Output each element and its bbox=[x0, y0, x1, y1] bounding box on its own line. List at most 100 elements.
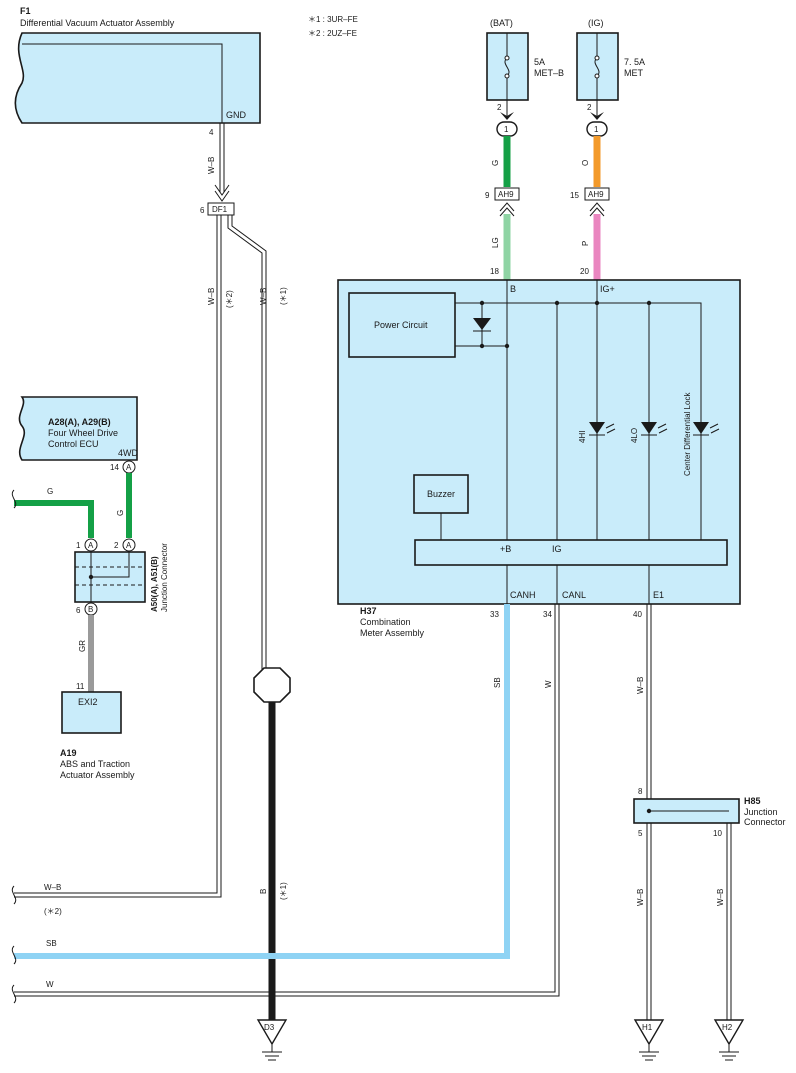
ground-h1-label: H1 bbox=[642, 1023, 653, 1032]
a19-box bbox=[61, 691, 122, 734]
fuse-bat-rating: 5A bbox=[534, 57, 545, 67]
wire-label-star1-b: (＊1) bbox=[279, 882, 288, 900]
h37-pin-ig: IG+ bbox=[600, 284, 615, 294]
fuse-bat-pin: 2 bbox=[497, 103, 502, 112]
wire-label-p: P bbox=[581, 241, 590, 246]
h37-pin40: 40 bbox=[633, 610, 642, 619]
wire-label-wb-f1: W–B bbox=[207, 157, 216, 174]
f1-pin-label: GND bbox=[226, 110, 247, 120]
ah9-b-pin: 9 bbox=[485, 191, 490, 200]
fwd-ecu-name-2: Control ECU bbox=[48, 439, 99, 449]
wire-label-wb-h1: W–B bbox=[636, 889, 645, 906]
wire-wb-star2 bbox=[14, 215, 222, 898]
ah9-ig-connector bbox=[584, 187, 610, 201]
wire-w bbox=[14, 604, 560, 997]
wire-label-o: O bbox=[581, 160, 590, 166]
ah9-ig-pin: 15 bbox=[570, 191, 579, 200]
wire-label-w-left: W bbox=[46, 980, 54, 989]
led-center-diff-lock bbox=[693, 422, 720, 436]
jc-conn-a2: A bbox=[126, 541, 132, 550]
note-1: ＊1 : 3UR–FE bbox=[308, 15, 358, 24]
led-cdl-label: Center Differential Lock bbox=[683, 392, 692, 476]
wire-label-g-left: G bbox=[47, 487, 53, 496]
h37-bus-box bbox=[414, 539, 728, 566]
jc-code: A50(A), A51(B) bbox=[150, 556, 159, 612]
jc-name: Junction Connector bbox=[160, 543, 169, 612]
wire-label-wb-star1: W–B bbox=[259, 288, 268, 305]
h85-pin5: 5 bbox=[638, 829, 643, 838]
h37-name-2: Meter Assembly bbox=[360, 628, 425, 638]
jc-pin2: 2 bbox=[114, 541, 119, 550]
wire-label-star2-a: (＊2) bbox=[225, 290, 234, 308]
f1-name: Differential Vacuum Actuator Assembly bbox=[20, 18, 175, 28]
wire-label-wb-e1: W–B bbox=[636, 677, 645, 694]
wire-label-lg: LG bbox=[491, 237, 500, 248]
fuse-bat-source: (BAT) bbox=[490, 18, 513, 28]
fuse-ig-pin: 2 bbox=[587, 103, 592, 112]
a19-code: A19 bbox=[60, 748, 77, 758]
splice-point bbox=[253, 667, 291, 703]
led-4lo bbox=[641, 422, 668, 436]
wire-wb-star1 bbox=[227, 215, 267, 672]
a19-name-2: Actuator Assembly bbox=[60, 770, 135, 780]
wire-label-gr: GR bbox=[78, 640, 87, 652]
wire-break-marks bbox=[11, 489, 17, 1004]
df1-label: DF1 bbox=[212, 205, 228, 214]
wire-e1-h85 bbox=[646, 604, 652, 799]
h37-pin18: 18 bbox=[490, 267, 499, 276]
led-4lo-label: 4LO bbox=[630, 428, 639, 443]
h85-name-2: Connector bbox=[744, 817, 786, 827]
h85-code: H85 bbox=[744, 796, 761, 806]
fwd-ecu-pin-label: 4WD bbox=[118, 448, 139, 458]
wire-h85-h1 bbox=[646, 823, 652, 1022]
fwd-ecu-code: A28(A), A29(B) bbox=[48, 417, 111, 427]
power-diode bbox=[473, 318, 491, 330]
f1-component: F1 Differential Vacuum Actuator Assembly… bbox=[14, 6, 261, 137]
h37-pin-e1: E1 bbox=[653, 590, 664, 600]
jc-pin1: 1 bbox=[76, 541, 81, 550]
ground-h1 bbox=[633, 1019, 665, 1061]
fwd-ecu-pin: 14 bbox=[110, 463, 119, 472]
fuse-ig-rating: 7. 5A bbox=[624, 57, 645, 67]
note-2: ＊2 : 2UZ–FE bbox=[308, 29, 357, 38]
wire-label-star2-left: (＊2) bbox=[44, 907, 62, 916]
h37-name-1: Combination bbox=[360, 617, 411, 627]
f1-code: F1 bbox=[20, 6, 31, 16]
jc-pin6: 6 bbox=[76, 606, 81, 615]
led-4hi bbox=[589, 422, 616, 436]
h85-pin8: 8 bbox=[638, 787, 643, 796]
h37-pin20: 20 bbox=[580, 267, 589, 276]
wire-label-wb-h2: W–B bbox=[716, 889, 725, 906]
fuse-ig-name: MET bbox=[624, 68, 644, 78]
power-circuit-box bbox=[348, 292, 456, 358]
f1-pin-number: 4 bbox=[209, 128, 214, 137]
wire-label-star1-a: (＊1) bbox=[279, 287, 288, 305]
jc-conn-a1: A bbox=[88, 541, 94, 550]
wire-g-left bbox=[14, 500, 94, 538]
a19-pin: 11 bbox=[76, 682, 85, 691]
wire-sb bbox=[14, 604, 510, 959]
wire-label-sb: SB bbox=[493, 677, 502, 688]
buzzer-label: Buzzer bbox=[427, 489, 455, 499]
fuse-bat-conn: 1 bbox=[504, 125, 509, 134]
h37-pin-b: B bbox=[510, 284, 516, 294]
fwd-ecu-conn: A bbox=[126, 463, 132, 472]
wire-label-w: W bbox=[544, 680, 553, 688]
led-4hi-label: 4HI bbox=[578, 431, 587, 443]
h37-code: H37 bbox=[360, 606, 377, 616]
ground-d3-label: D3 bbox=[264, 1023, 275, 1032]
fuse-bat: (BAT) 5A MET–B 2 bbox=[486, 18, 564, 112]
fuse-bat-name: MET–B bbox=[534, 68, 564, 78]
h37-pin33: 33 bbox=[490, 610, 499, 619]
wire-label-g-ecu: G bbox=[116, 510, 125, 516]
fuse-ig-conn: 1 bbox=[594, 125, 599, 134]
fuse-ig-source: (IG) bbox=[588, 18, 604, 28]
df1-pin: 6 bbox=[200, 206, 205, 215]
wire-label-sb-left: SB bbox=[46, 939, 57, 948]
fuse-ig: (IG) 7. 5A MET 2 bbox=[576, 18, 645, 112]
h37-pin-canl: CANL bbox=[562, 590, 586, 600]
h85-name-1: Junction bbox=[744, 807, 778, 817]
ah9-b-label: AH9 bbox=[498, 190, 514, 199]
fwd-ecu-name-1: Four Wheel Drive bbox=[48, 428, 118, 438]
